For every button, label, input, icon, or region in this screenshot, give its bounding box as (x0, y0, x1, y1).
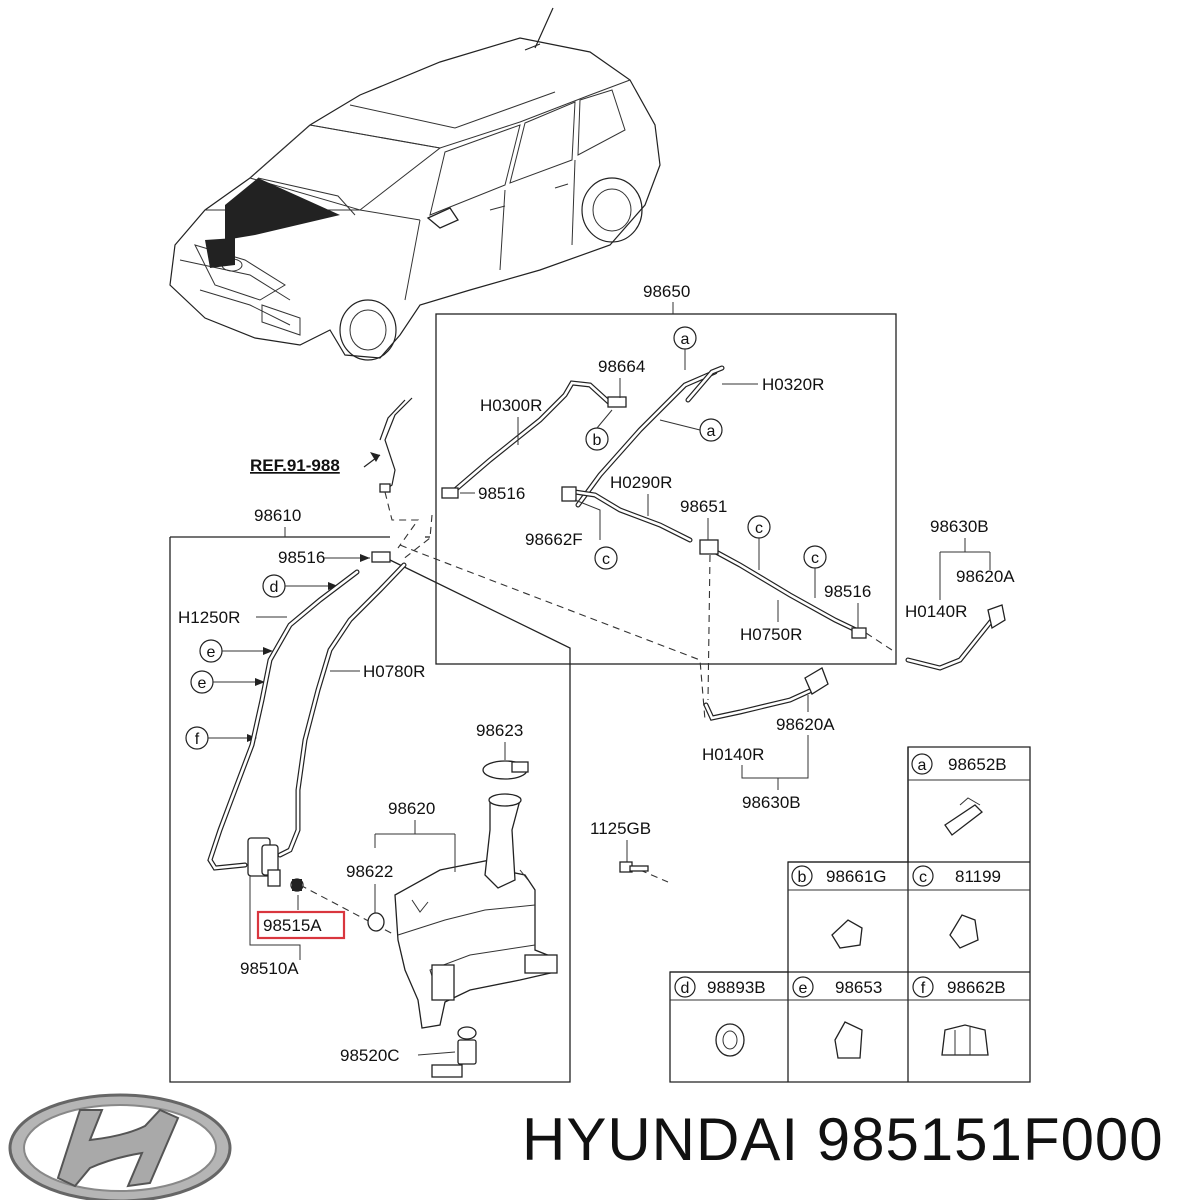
svg-text:b: b (593, 432, 602, 449)
legend-table: a 98652B b 98661G c 81199 d 98893B e 986… (669, 746, 1031, 1083)
label-98662F: 98662F (525, 530, 583, 549)
legend-code-d: 98893B (707, 978, 766, 997)
legend-code-f: 98662B (947, 978, 1006, 997)
label-98620A-bot: 98620A (776, 715, 835, 734)
label-H0140R-top: H0140R (905, 602, 967, 621)
clip-98652B-icon (944, 804, 983, 836)
callout-b-1: b (585, 427, 609, 451)
clip-81199-icon (949, 914, 979, 949)
label-98623: 98623 (476, 721, 523, 740)
bolt-1125GB (619, 861, 649, 873)
clip-98661G-icon (831, 919, 863, 949)
svg-text:f: f (195, 731, 200, 748)
hyundai-logo-icon (8, 1093, 232, 1200)
connector-98516-top (441, 487, 459, 499)
connector-98662F (561, 486, 577, 502)
svg-text:a: a (918, 757, 927, 774)
callout-a-1: a (673, 326, 697, 350)
svg-text:e: e (799, 980, 808, 997)
callout-d: d (262, 574, 286, 598)
connector-98516-left (371, 551, 391, 563)
car-illustration-icon (169, 7, 661, 361)
label-98516-mid: 98516 (824, 582, 871, 601)
legend-code-c: 81199 (955, 867, 1001, 886)
label-98630B-bot: 98630B (742, 793, 801, 812)
label-98516-top: 98516 (478, 484, 525, 503)
callout-c-1: c (594, 546, 618, 570)
connector-98516-mid (851, 627, 867, 639)
label-1125GB: 1125GB (590, 819, 651, 838)
legend-code-a: 98652B (948, 755, 1007, 774)
highlight-98515A[interactable] (256, 910, 346, 940)
clip-98653-icon (834, 1021, 863, 1059)
svg-text:b: b (798, 869, 807, 886)
callout-c-3: c (803, 545, 827, 569)
assembly-box-98650 (435, 313, 897, 665)
cap-98623 (482, 760, 529, 780)
callout-c-2: c (747, 515, 771, 539)
label-98515A[interactable]: 98515A (263, 916, 322, 935)
grommet-98622 (367, 912, 385, 932)
svg-text:f: f (921, 980, 926, 997)
label-98510A: 98510A (240, 959, 299, 978)
label-98630B-top: 98630B (930, 517, 989, 536)
label-H0750R: H0750R (740, 625, 802, 644)
label-98650: 98650 (643, 282, 690, 301)
connector-98651 (699, 539, 719, 555)
label-98622: 98622 (346, 862, 393, 881)
label-98520C: 98520C (340, 1046, 400, 1065)
label-98610: 98610 (254, 506, 301, 525)
label-H0300R: H0300R (480, 396, 542, 415)
clip-98662B-icon (941, 1024, 989, 1056)
connector-98664 (607, 396, 627, 408)
svg-text:c: c (602, 551, 610, 568)
label-H1250R: H1250R (178, 608, 240, 627)
legend-code-b: 98661G (826, 867, 887, 886)
grommet-98893B-icon (715, 1023, 745, 1057)
motor-98520C (431, 1026, 477, 1078)
ref-label[interactable]: REF.91-988 (250, 456, 340, 475)
callout-e-2: e (190, 670, 214, 694)
label-98516-left: 98516 (278, 548, 325, 567)
washer-reservoir-98620 (394, 793, 558, 1029)
nozzle-bottom (804, 667, 829, 695)
svg-text:d: d (681, 980, 690, 997)
legend-code-e: 98653 (835, 978, 882, 997)
assembly-box-98610 (169, 536, 571, 1083)
label-H0320R: H0320R (762, 375, 824, 394)
label-98620A-top: 98620A (956, 567, 1015, 586)
svg-text:e: e (198, 675, 207, 692)
callout-e-1: e (199, 639, 223, 663)
label-H0140R-bot: H0140R (702, 745, 764, 764)
nozzle-top (987, 604, 1006, 630)
svg-text:c: c (811, 550, 819, 567)
svg-text:c: c (919, 869, 927, 886)
callout-a-2: a (699, 418, 723, 442)
label-98620: 98620 (388, 799, 435, 818)
washer-pump-98510A (247, 837, 304, 892)
label-98664: 98664 (598, 357, 645, 376)
svg-text:d: d (270, 579, 279, 596)
svg-text:c: c (755, 520, 763, 537)
label-H0780R: H0780R (363, 662, 425, 681)
label-98651: 98651 (680, 497, 727, 516)
svg-text:e: e (207, 644, 216, 661)
svg-text:a: a (681, 331, 690, 348)
svg-text:a: a (707, 423, 716, 440)
brand-part-number: HYUNDAI 985151F000 (522, 1106, 1164, 1173)
label-H0290R: H0290R (610, 473, 672, 492)
callout-f: f (185, 726, 209, 750)
